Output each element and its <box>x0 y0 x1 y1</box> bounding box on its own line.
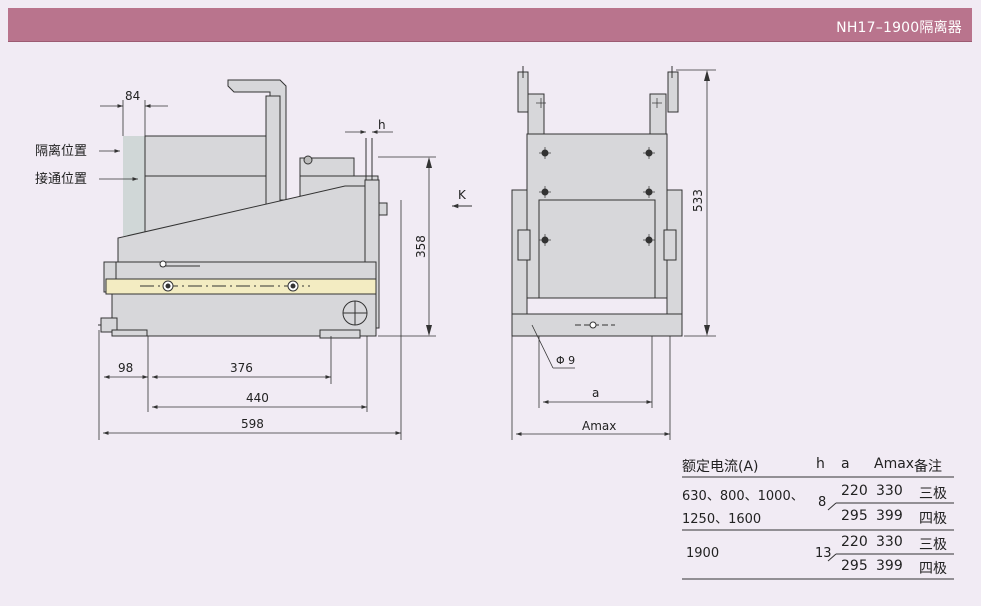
header-divider <box>8 41 972 42</box>
th-note: 备注 <box>914 459 942 475</box>
header-title: NH17–1900隔离器 <box>836 20 962 36</box>
front-view <box>511 66 716 440</box>
label-isolate-position: 隔离位置 <box>35 143 87 159</box>
group1-row1-note: 三极 <box>919 486 947 502</box>
dim-amax: Amax <box>582 419 616 433</box>
dim-a: a <box>592 386 599 400</box>
group2-row2-amax: 399 <box>876 558 903 574</box>
dim-533: 533 <box>691 189 705 212</box>
side-view <box>98 79 472 440</box>
group2-row1-note: 三极 <box>919 537 947 553</box>
dim-358: 358 <box>414 235 428 258</box>
dim-84: 84 <box>125 89 140 103</box>
th-a: a <box>841 456 850 472</box>
front-plate <box>526 133 668 299</box>
dim-h-side: h <box>378 118 386 132</box>
th-amax: Amax <box>874 456 915 472</box>
group1-h: 8 <box>818 495 827 510</box>
dim-440: 440 <box>246 391 269 405</box>
view-direction-k: K <box>458 188 467 202</box>
group2-row2-note: 四极 <box>919 561 947 577</box>
group2-current: 1900 <box>686 546 720 561</box>
spec-table-rules <box>682 476 954 580</box>
group1-row2-note: 四极 <box>919 511 947 527</box>
group1-current-line2: 1250、1600 <box>682 512 762 527</box>
th-h: h <box>816 456 825 472</box>
label-connect-position: 接通位置 <box>35 171 87 187</box>
group1-row2-amax: 399 <box>876 508 903 524</box>
group2-row1-a: 220 <box>841 534 868 550</box>
group2-row1-amax: 330 <box>876 534 903 550</box>
main-body <box>111 261 377 337</box>
group1-current-line1: 630、800、1000、 <box>682 489 804 504</box>
isolation-zone <box>123 136 147 236</box>
group2-row2-a: 295 <box>841 558 868 574</box>
dim-hole: Φ 9 <box>556 354 575 367</box>
dim-98: 98 <box>118 361 133 375</box>
header-bar: NH17–1900隔离器 <box>8 8 972 42</box>
group2-h: 13 <box>815 546 832 561</box>
group1-row2-a: 295 <box>841 508 868 524</box>
dim-376: 376 <box>230 361 253 375</box>
group1-row1-amax: 330 <box>876 483 903 499</box>
th-current: 额定电流(A) <box>682 459 759 475</box>
group1-row1-a: 220 <box>841 483 868 499</box>
dim-598: 598 <box>241 417 264 431</box>
